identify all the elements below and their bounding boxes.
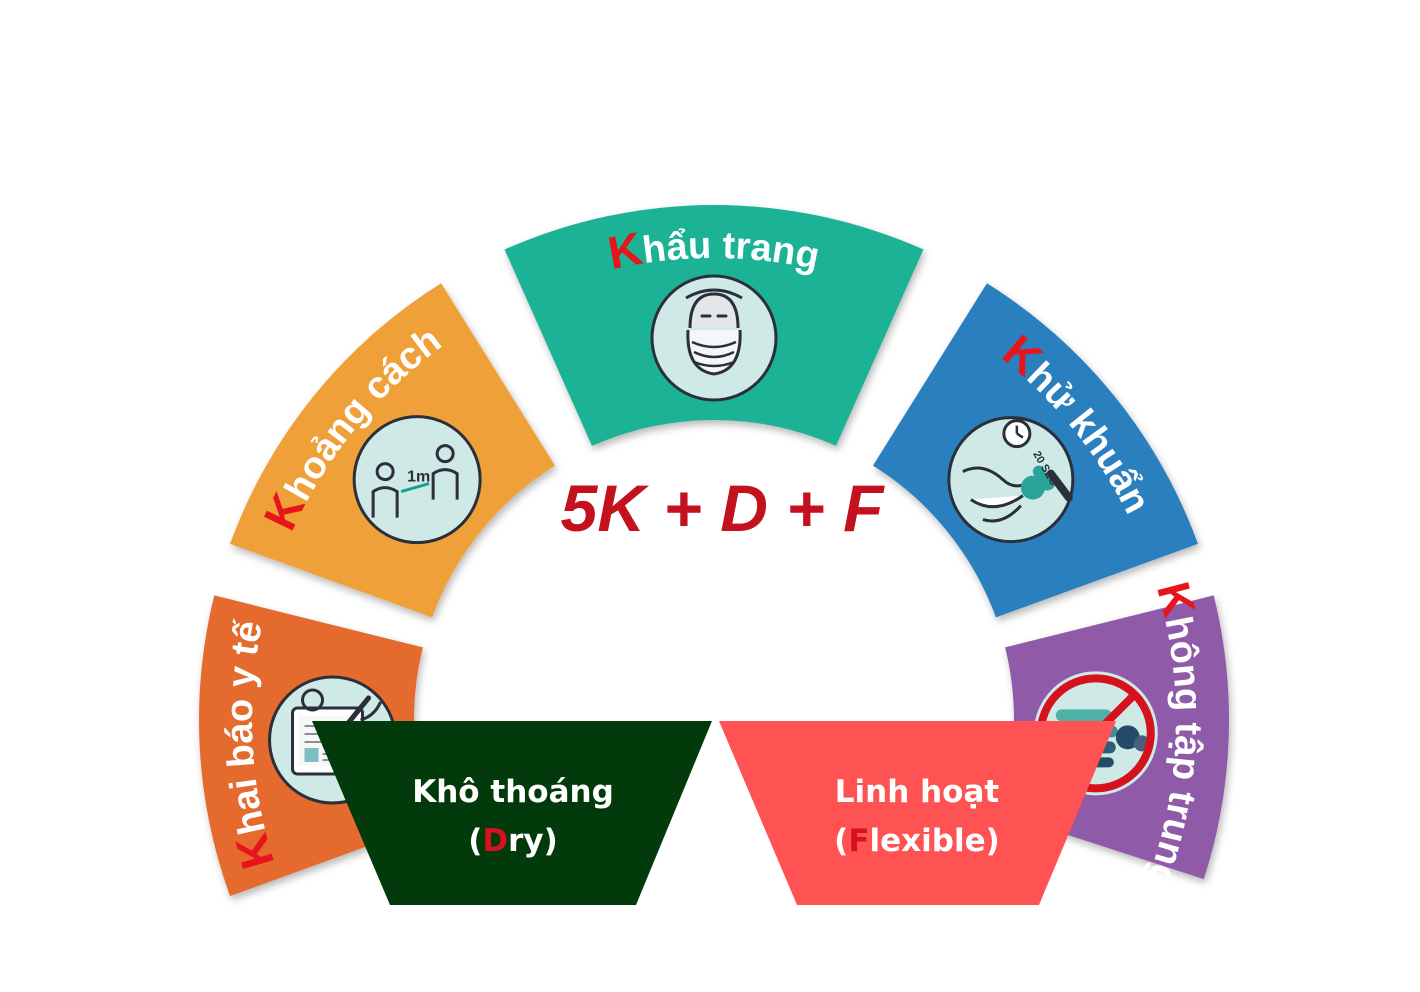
- dry-rest: ry): [508, 823, 558, 859]
- bottom-item-flexible: Linh hoạt (Flexible): [719, 721, 1116, 905]
- flexible-subtitle: (Flexible): [834, 823, 1000, 859]
- bottom-item-dry: Khô thoáng (Dry): [312, 721, 712, 905]
- segment-khau-trang: Khẩu trang: [504, 204, 924, 446]
- hand-wash-icon: 20 SEC: [947, 416, 1075, 544]
- flexible-accent-letter: F: [848, 823, 869, 859]
- segment-khoang-cach: Khoảng cách 1m: [230, 283, 556, 618]
- trapezoid-dry: [312, 721, 712, 905]
- flexible-rest: lexible): [870, 823, 1000, 859]
- dry-accent-letter: D: [482, 823, 508, 859]
- face-mask-icon: [650, 274, 778, 402]
- segment-khu-khuan: Khử khuẩn 20 SEC: [872, 283, 1198, 618]
- trapezoid-flexible: [719, 721, 1116, 905]
- center-title: 5K + D + F: [561, 471, 885, 545]
- segment-khai-bao-y-te: Khai báo y tế: [199, 595, 433, 897]
- dry-title: Khô thoáng: [412, 774, 614, 810]
- distance-label: 1m: [407, 469, 430, 486]
- flexible-title: Linh hoạt: [835, 774, 1000, 810]
- distance-icon: 1m: [352, 415, 482, 545]
- dry-subtitle: (Dry): [468, 823, 558, 859]
- flexible-open-paren: (: [834, 823, 848, 859]
- dry-open-paren: (: [468, 823, 482, 859]
